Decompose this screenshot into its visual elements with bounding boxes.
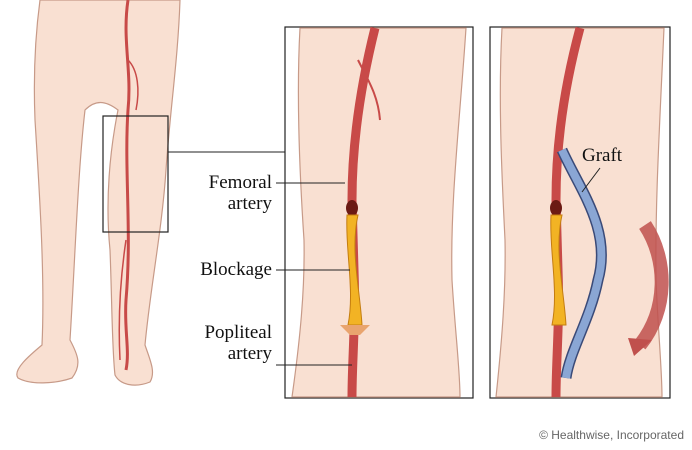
legs-figure	[16, 0, 285, 386]
femoral-label-line2: artery	[227, 193, 272, 214]
panel-blockage	[284, 26, 474, 399]
popliteal-artery-label: Popliteal artery	[160, 322, 272, 364]
flow-arrow	[634, 221, 669, 350]
popliteal-label-line1: Popliteal	[204, 322, 272, 343]
copyright: © Healthwise, Incorporated	[539, 428, 684, 442]
panel-graft	[489, 26, 671, 399]
graft-label: Graft	[582, 145, 623, 166]
blockage-label: Blockage	[200, 259, 272, 280]
popliteal-label-line2: artery	[227, 343, 272, 364]
femoral-artery-label: Femoral artery	[170, 172, 272, 214]
femoral-label-line1: Femoral	[208, 172, 272, 193]
zoom-box	[102, 115, 169, 233]
